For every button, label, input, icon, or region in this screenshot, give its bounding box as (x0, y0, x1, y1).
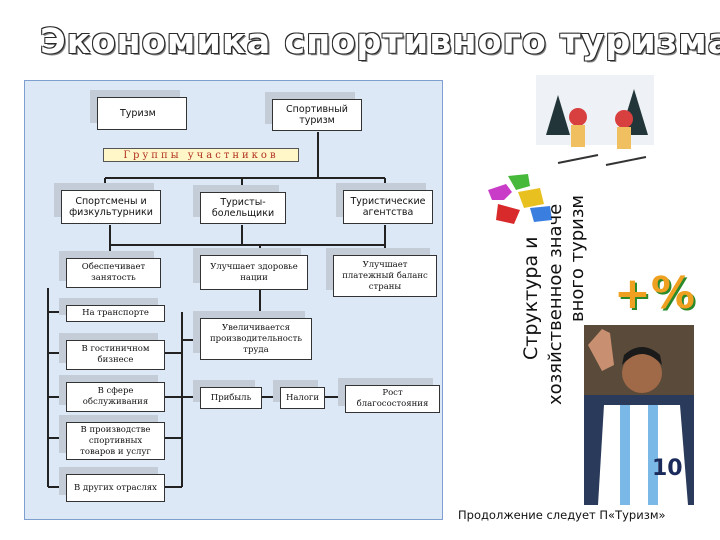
side-caption-line1: Структура и (520, 236, 542, 360)
plus-percent-image: +% (614, 268, 695, 322)
welfare-box: Рост благосостояния (345, 385, 440, 413)
employment-hotel: В гостиничном бизнесе (66, 340, 165, 370)
tourism-box: Туризм (97, 97, 187, 130)
winter-skiers-image (536, 75, 654, 173)
effect-employment: Обеспечивает занятость (66, 258, 161, 288)
football-player-image: 10 (584, 325, 694, 505)
productivity-box: Увеличивается производительность труда (200, 318, 312, 360)
participant-groups-label: Группы участников (103, 148, 299, 162)
jersey-number: 10 (652, 456, 683, 481)
employment-other: В других отраслях (66, 474, 165, 502)
sport-tourism-box: Спортивный туризм (272, 99, 362, 131)
participant-agencies: Туристические агентства (343, 190, 433, 224)
side-caption-line3: вного туризм (567, 195, 588, 322)
side-caption-line2: хозяйственное значе (545, 203, 566, 405)
employment-service: В сфере обслуживания (66, 382, 165, 412)
effect-balance: Улучшает платежный баланс страны (333, 255, 437, 297)
plus-percent-glyphs: +% (614, 268, 695, 319)
effect-health: Улучшает здоровье нации (200, 255, 308, 290)
employment-transport: На транспорте (66, 305, 165, 322)
participant-athletes: Спортсмены и физкультурники (61, 190, 161, 224)
participant-fans: Туристы-болельщики (200, 192, 286, 224)
taxes-box: Налоги (280, 387, 325, 409)
profit-box: Прибыль (200, 387, 262, 409)
puzzle-pieces-image (488, 174, 552, 224)
employment-production: В производстве спортивных товаров и услу… (66, 422, 165, 460)
footer-text: Продолжение следует П«Туризм» (458, 508, 666, 522)
page-title: Экономика спортивного туризма (40, 22, 720, 62)
